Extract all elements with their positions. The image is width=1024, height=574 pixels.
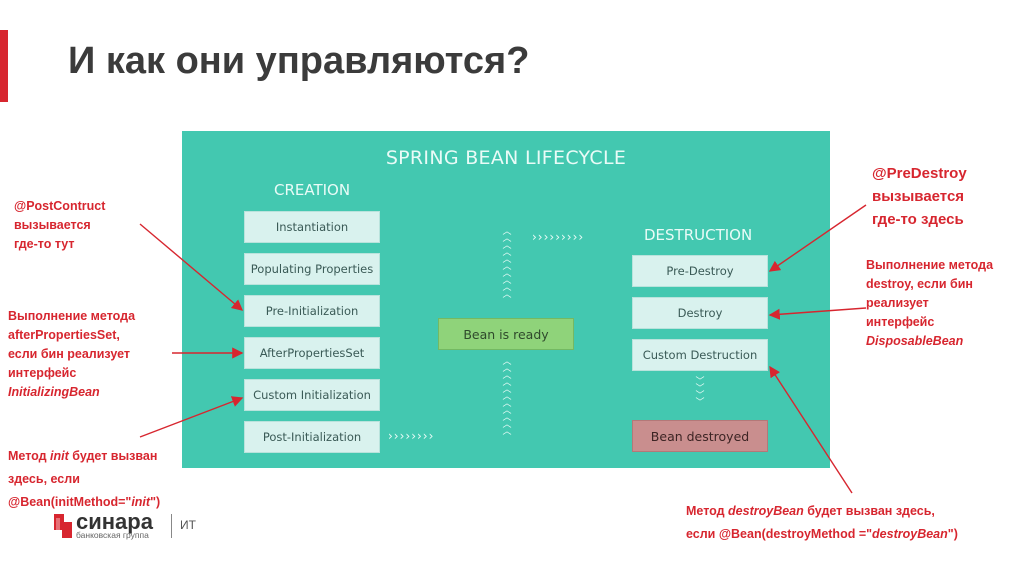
spring-bean-lifecycle-diagram: SPRING BEAN LIFECYCLE CREATION DESTRUCTI… <box>182 131 830 468</box>
step-destroy: Destroy <box>632 297 768 329</box>
bean-ready-box: Bean is ready <box>438 318 574 350</box>
chevron-right-icon: ››››››››› <box>532 230 585 244</box>
brand-subtitle: банковская группа <box>76 530 149 540</box>
note-destroy: Выполнение метода destroy, если бин реал… <box>866 258 994 348</box>
step-custom-destruction: Custom Destruction <box>632 339 768 371</box>
step-custom-initialization: Custom Initialization <box>244 379 380 411</box>
sinara-logo-icon <box>54 514 72 538</box>
chevron-up-icon: ︿︿︿︿︿︿︿︿︿︿ <box>502 227 512 300</box>
arrow-destroy-method <box>769 365 853 494</box>
step-post-initialization: Post-Initialization <box>244 421 380 453</box>
division-label: ИТ <box>180 518 196 532</box>
step-after-properties-set: AfterPropertiesSet <box>244 337 380 369</box>
destruction-heading: DESTRUCTION <box>644 226 753 244</box>
chevron-down-icon: ﹀﹀﹀﹀ <box>695 377 705 408</box>
step-instantiation: Instantiation <box>244 211 380 243</box>
chevron-up-icon: ︿︿︿︿︿︿︿︿︿︿︿ <box>502 357 512 437</box>
note-pre-destroy: @PreDestroy вызывается где-то здесь <box>872 165 967 228</box>
footer-divider <box>171 514 172 538</box>
step-populating-properties: Populating Properties <box>244 253 380 285</box>
note-after-properties-set: Выполнение метода afterPropertiesSet, ес… <box>8 309 136 399</box>
arrow-destroy <box>768 307 867 320</box>
creation-heading: CREATION <box>274 181 351 199</box>
diagram-title: SPRING BEAN LIFECYCLE <box>385 147 627 169</box>
note-init-method: Метод init будет вызван здесь, если @Bea… <box>8 449 161 509</box>
note-post-construct: @PostContruct вызывается где-то тут <box>14 199 106 251</box>
bean-destroyed-box: Bean destroyed <box>632 420 768 452</box>
chevron-right-icon: ›››››››› <box>388 429 435 443</box>
accent-bar <box>0 30 8 102</box>
step-pre-destroy: Pre-Destroy <box>632 255 768 287</box>
brand-name: синара <box>76 509 153 534</box>
step-pre-initialization: Pre-Initialization <box>244 295 380 327</box>
note-destroy-method: Метод destroyBean будет вызван здесь, ес… <box>686 504 958 541</box>
arrow-init-method <box>139 396 244 438</box>
arrow-post-construct <box>139 223 244 311</box>
slide-title: И как они управляются? <box>68 40 530 82</box>
arrow-pre-destroy <box>768 204 867 272</box>
